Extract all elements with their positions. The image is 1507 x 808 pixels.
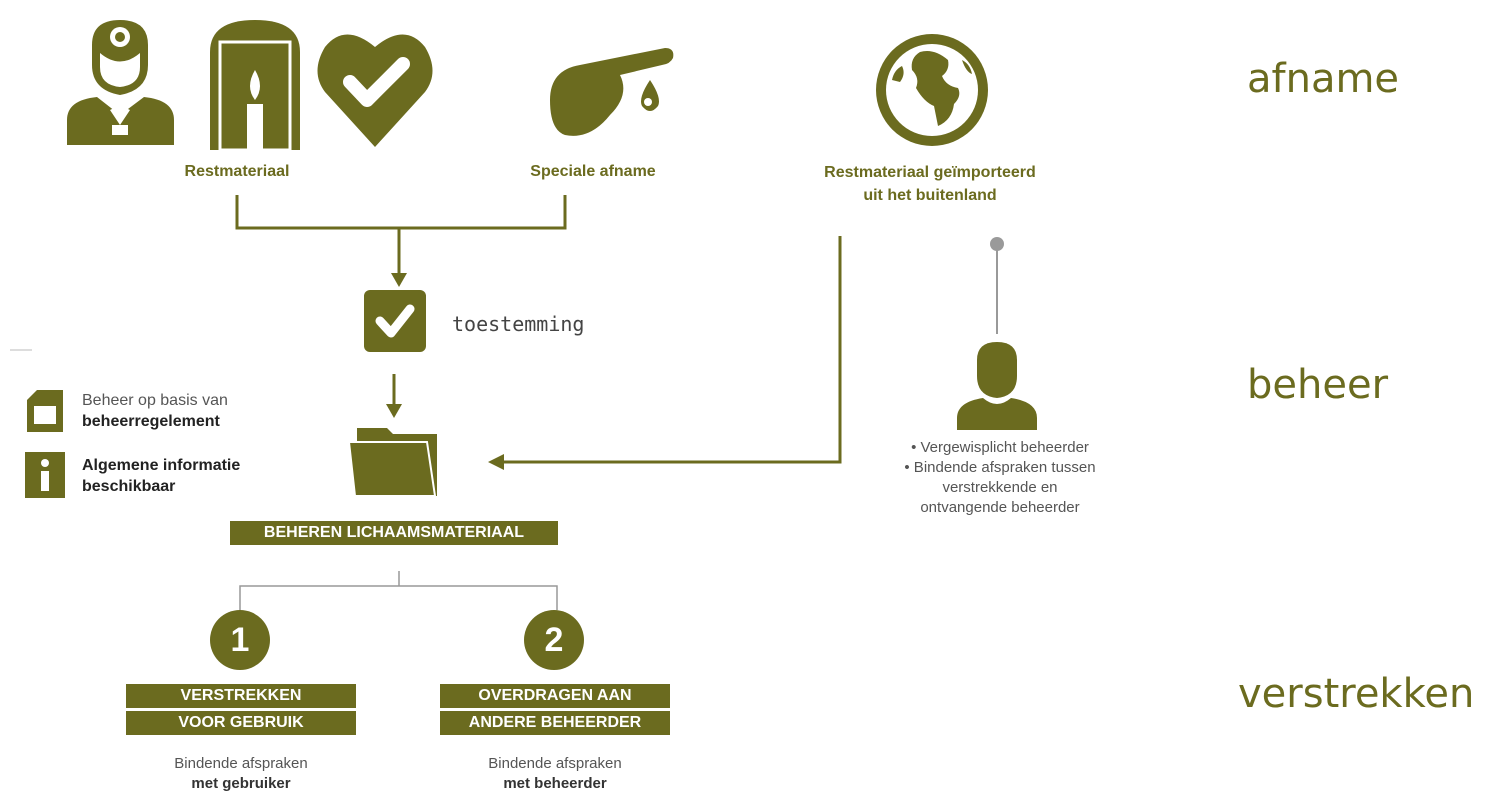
manager-note-2-cont1: verstrekkende en <box>942 479 1058 496</box>
option-2-title-line2: ANDERE BEHEERDER <box>440 711 670 735</box>
manager-note-2: • Bindende afspraken tussen <box>904 459 1096 476</box>
stage-afname: afname <box>1247 56 1400 102</box>
consent-label: toestemming <box>452 312 585 336</box>
option-1-badge: 1 <box>210 610 270 670</box>
source-speciale-afname-label: Speciale afname <box>530 163 656 180</box>
person-icon <box>955 340 1039 430</box>
option-1-title-line2: VOOR GEBRUIK <box>126 711 356 735</box>
option-1-desc-line2: met gebruiker <box>191 775 291 792</box>
import-line <box>502 236 842 464</box>
option-2-desc: Bindende afspraken met beheerder <box>440 754 670 794</box>
arrow-head-to-consent <box>391 273 407 287</box>
source-import-label-line2: uit het buitenland <box>863 187 997 204</box>
manager-note-2-cont2: ontvangende beheerder <box>920 499 1080 516</box>
checkmark-icon <box>364 290 426 352</box>
pin-dot <box>990 237 1004 251</box>
folder-icon <box>345 424 440 499</box>
doctor-icon <box>62 15 182 150</box>
side-info-line1: Algemene informatie <box>82 457 241 474</box>
globe-icon <box>872 30 992 150</box>
side-beheer-line1: Beheer op basis van <box>82 392 228 409</box>
source-bracket <box>235 195 567 230</box>
option-2-desc-line1: Bindende afspraken <box>488 755 622 772</box>
option-1-desc-line1: Bindende afspraken <box>174 755 308 772</box>
heart-check-icon <box>315 12 435 150</box>
option-1-title-line1: VERSTREKKEN <box>126 684 356 708</box>
source-restmateriaal-label: Restmateriaal <box>184 163 290 180</box>
option-2-badge: 2 <box>524 610 584 670</box>
document-icon <box>25 388 65 434</box>
side-info-line2: beschikbaar <box>82 478 176 495</box>
manager-notes: • Vergewisplicht beheerder • Bindende af… <box>850 438 1150 518</box>
arrow-head-import <box>488 454 504 470</box>
option-2-desc-line2: met beheerder <box>503 775 607 792</box>
option-2-number: 2 <box>544 621 564 659</box>
stage-beheer: beheer <box>1247 362 1389 408</box>
manager-note-1: • Vergewisplicht beheerder <box>911 439 1089 456</box>
option-1-desc: Bindende afspraken met gebruiker <box>126 754 356 794</box>
arrow-head-to-folder <box>386 404 402 418</box>
side-info-text: Algemene informatie beschikbaar <box>82 455 240 497</box>
stage-verstrekken: verstrekken <box>1238 671 1475 717</box>
side-beheer-text: Beheer op basis van beheerregelement <box>82 390 228 432</box>
candle-icon <box>205 12 305 152</box>
info-icon <box>25 452 65 498</box>
side-beheer-line2: beheerregelement <box>82 413 220 430</box>
option-2-title-line1: OVERDRAGEN AAN <box>440 684 670 708</box>
option-1-number: 1 <box>230 621 250 659</box>
tree-lines <box>239 571 558 610</box>
finger-blood-drop-icon <box>540 40 680 150</box>
central-title-bar: BEHEREN LICHAAMSMATERIAAL <box>230 521 558 545</box>
source-import-label-line1: Restmateriaal geïmporteerd <box>824 164 1036 181</box>
